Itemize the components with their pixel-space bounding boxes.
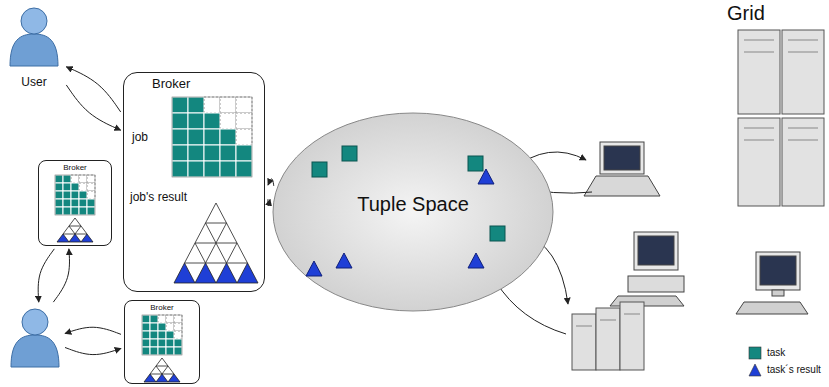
server-stack <box>572 302 644 370</box>
connector <box>268 179 274 186</box>
connector <box>65 327 121 334</box>
connector <box>53 249 69 302</box>
node-text: job <box>132 131 148 145</box>
connector-group <box>53 249 69 302</box>
legend-text: task <box>767 347 785 358</box>
connector-group <box>268 199 270 206</box>
connector-group <box>65 347 121 354</box>
user-icon <box>8 305 62 375</box>
legend-entry: task <box>748 344 821 361</box>
user-actor <box>8 305 62 375</box>
broker-figure <box>39 161 113 247</box>
node-text: Tuple Space <box>357 193 469 216</box>
connector <box>38 249 54 302</box>
connector-group <box>268 179 274 186</box>
desktop-computer <box>610 232 684 306</box>
node-text: job's result <box>130 191 187 205</box>
legend-swatch <box>749 347 761 359</box>
broker-figure <box>124 73 266 293</box>
legend-text: task´s result <box>767 364 821 375</box>
connector <box>66 67 120 112</box>
legend: task task´s result <box>748 344 821 378</box>
connector-group <box>65 327 121 334</box>
connector-group <box>38 249 54 302</box>
server-rack <box>738 30 824 206</box>
section-label: Grid <box>727 2 765 25</box>
broker-box: Broker <box>124 300 200 384</box>
connector <box>268 199 270 206</box>
broker-figure <box>125 301 201 385</box>
laptop <box>584 142 660 196</box>
node-text: Broker <box>63 163 87 172</box>
broker-box: Broker <box>38 160 112 246</box>
connector <box>65 347 121 354</box>
broker-box: Broker job job's result <box>123 72 265 292</box>
node-text: Broker <box>152 77 190 92</box>
legend-entry: task´s result <box>748 361 821 378</box>
tuple-space: Tuple Space <box>272 112 554 312</box>
legend-swatch <box>748 346 762 360</box>
user-actor: User <box>4 4 64 94</box>
legend-swatch <box>749 364 761 376</box>
legend-swatch <box>748 363 762 377</box>
node-text: Broker <box>150 303 174 312</box>
node-text: User <box>21 76 46 90</box>
connector <box>66 85 120 130</box>
connector-group <box>66 67 120 112</box>
connector-group <box>66 85 120 130</box>
desktop-computer <box>736 252 808 314</box>
